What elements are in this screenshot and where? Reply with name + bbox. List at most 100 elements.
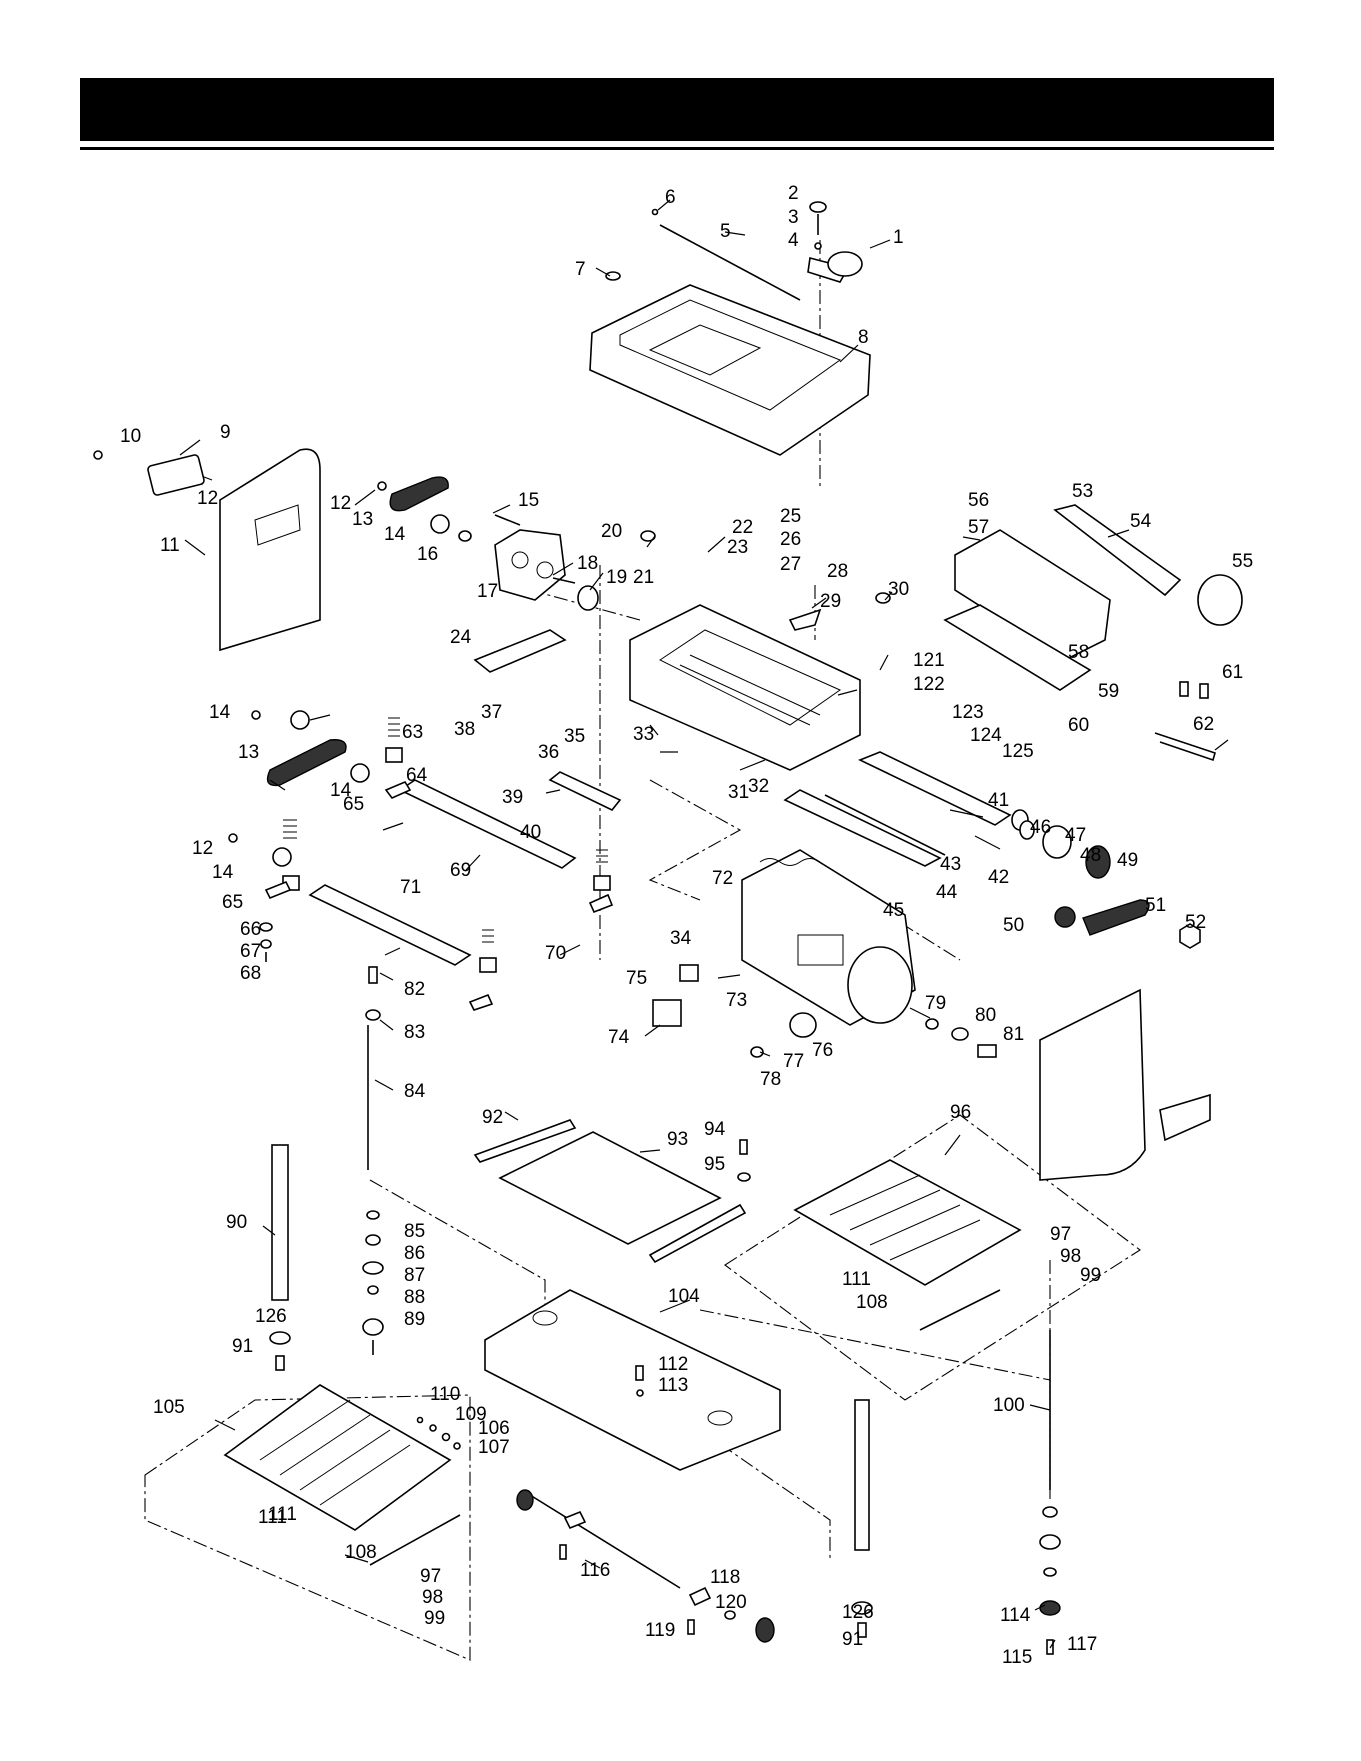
callout-label-3: 3 [788,207,799,228]
support-column-left [271,1144,289,1301]
callout-label-19: 19 [606,567,627,588]
callout-label-97: 97 [420,1566,441,1587]
callout-label-74: 74 [608,1027,630,1048]
callout-label-64: 64 [406,765,428,786]
dust-chute [1053,504,1182,597]
cross-shaft [529,1494,681,1589]
callout-label-113: 113 [658,1375,688,1396]
support-column-right [854,1399,870,1551]
callout-label-106: 106 [478,1418,510,1439]
gib [783,789,942,867]
callout-label-13: 13 [238,742,259,763]
callout-label-1: 1 [893,227,904,248]
callout-label-14: 14 [212,862,234,883]
planer-blade [824,794,946,856]
callout-label-73: 73 [726,990,747,1011]
callout-label-33: 33 [633,724,654,745]
callout-label-77: 77 [783,1051,804,1072]
cover-rod [659,224,801,301]
callout-label-87: 87 [404,1265,425,1286]
callout-label-4: 4 [788,230,799,251]
callout-label-6: 6 [665,187,676,208]
callout-label-67: 67 [240,941,261,962]
callout-label-97: 97 [1050,1224,1071,1245]
dust-hood [954,529,1111,661]
callout-label-35: 35 [564,726,585,747]
drive-belt [1082,899,1150,936]
callout-label-125: 125 [1002,741,1034,762]
part-drawings [93,201,1243,1655]
crank-handle [807,201,863,283]
callout-label-65: 65 [222,892,243,913]
callout-label-105: 105 [153,1397,185,1418]
hex-key [1154,732,1216,762]
callout-label-80: 80 [975,1005,996,1026]
callout-label-54: 54 [1130,511,1152,532]
callout-label-11: 11 [160,535,180,556]
callout-label-32: 32 [748,776,769,797]
callout-label-29: 29 [820,591,841,612]
callout-label-43: 43 [940,854,961,875]
callout-label-115: 115 [1002,1647,1032,1668]
side-cover-left [219,448,321,652]
callout-label-9: 9 [220,422,231,443]
callout-leaders [179,199,1229,1649]
callout-label-36: 36 [538,742,559,763]
callout-label-12: 12 [192,838,213,859]
callout-label-31: 31 [728,782,749,803]
callout-label-37: 37 [481,702,502,723]
callout-label-120: 120 [715,1592,747,1613]
callout-label-14: 14 [209,702,231,723]
callout-label-58: 58 [1068,642,1089,663]
callout-label-5: 5 [720,221,731,242]
power-switch [652,999,682,1027]
callout-label-119: 119 [645,1620,675,1641]
callout-label-75: 75 [626,968,647,989]
callout-label-71: 71 [400,877,421,898]
drive-shaft [552,577,576,584]
callout-label-50: 50 [1003,915,1024,936]
handle-insert-right [1159,1093,1211,1142]
callout-label-60: 60 [1068,715,1089,736]
outfeed-extension-table [793,1159,1022,1286]
callout-label-116: 116 [580,1560,610,1581]
callout-label-93: 93 [667,1129,688,1150]
callout-label-90: 90 [226,1212,247,1233]
callout-label-53: 53 [1072,481,1093,502]
handle-insert [147,454,205,496]
callout-label-117: 117 [1067,1634,1097,1655]
callout-label-114: 114 [1000,1605,1031,1626]
callout-label-72: 72 [712,868,733,889]
callout-label-48: 48 [1080,845,1101,866]
callout-label-94: 94 [704,1119,726,1140]
drive-chain-lower [266,739,347,787]
callout-label-34: 34 [670,928,692,949]
callout-label-52: 52 [1185,912,1206,933]
header-rule [80,147,1274,150]
gearbox [494,529,566,601]
callout-label-44: 44 [936,882,958,903]
callout-label-13: 13 [352,509,373,530]
callout-label-61: 61 [1222,662,1243,683]
callout-label-112: 112 [658,1354,688,1375]
callout-label-91: 91 [842,1629,863,1650]
callout-label-56: 56 [968,490,989,511]
callout-label-42: 42 [988,867,1009,888]
callout-label-76: 76 [812,1040,833,1061]
cutterhead [858,751,1029,831]
callout-label-83: 83 [404,1022,425,1043]
infeed-extension-table [223,1384,452,1531]
callout-label-95: 95 [704,1154,725,1175]
callout-label-39: 39 [502,787,523,808]
callout-label-21: 21 [633,567,654,588]
callout-label-65: 65 [343,794,364,815]
callout-label-14: 14 [330,780,352,801]
dust-shield [943,604,1092,691]
drive-chain-upper [389,476,449,512]
callout-label-14: 14 [384,524,406,545]
callout-label-2: 2 [788,183,799,204]
callout-label-98: 98 [1060,1246,1081,1267]
callout-label-86: 86 [404,1243,425,1264]
cutterhead-pulley [1085,845,1111,879]
